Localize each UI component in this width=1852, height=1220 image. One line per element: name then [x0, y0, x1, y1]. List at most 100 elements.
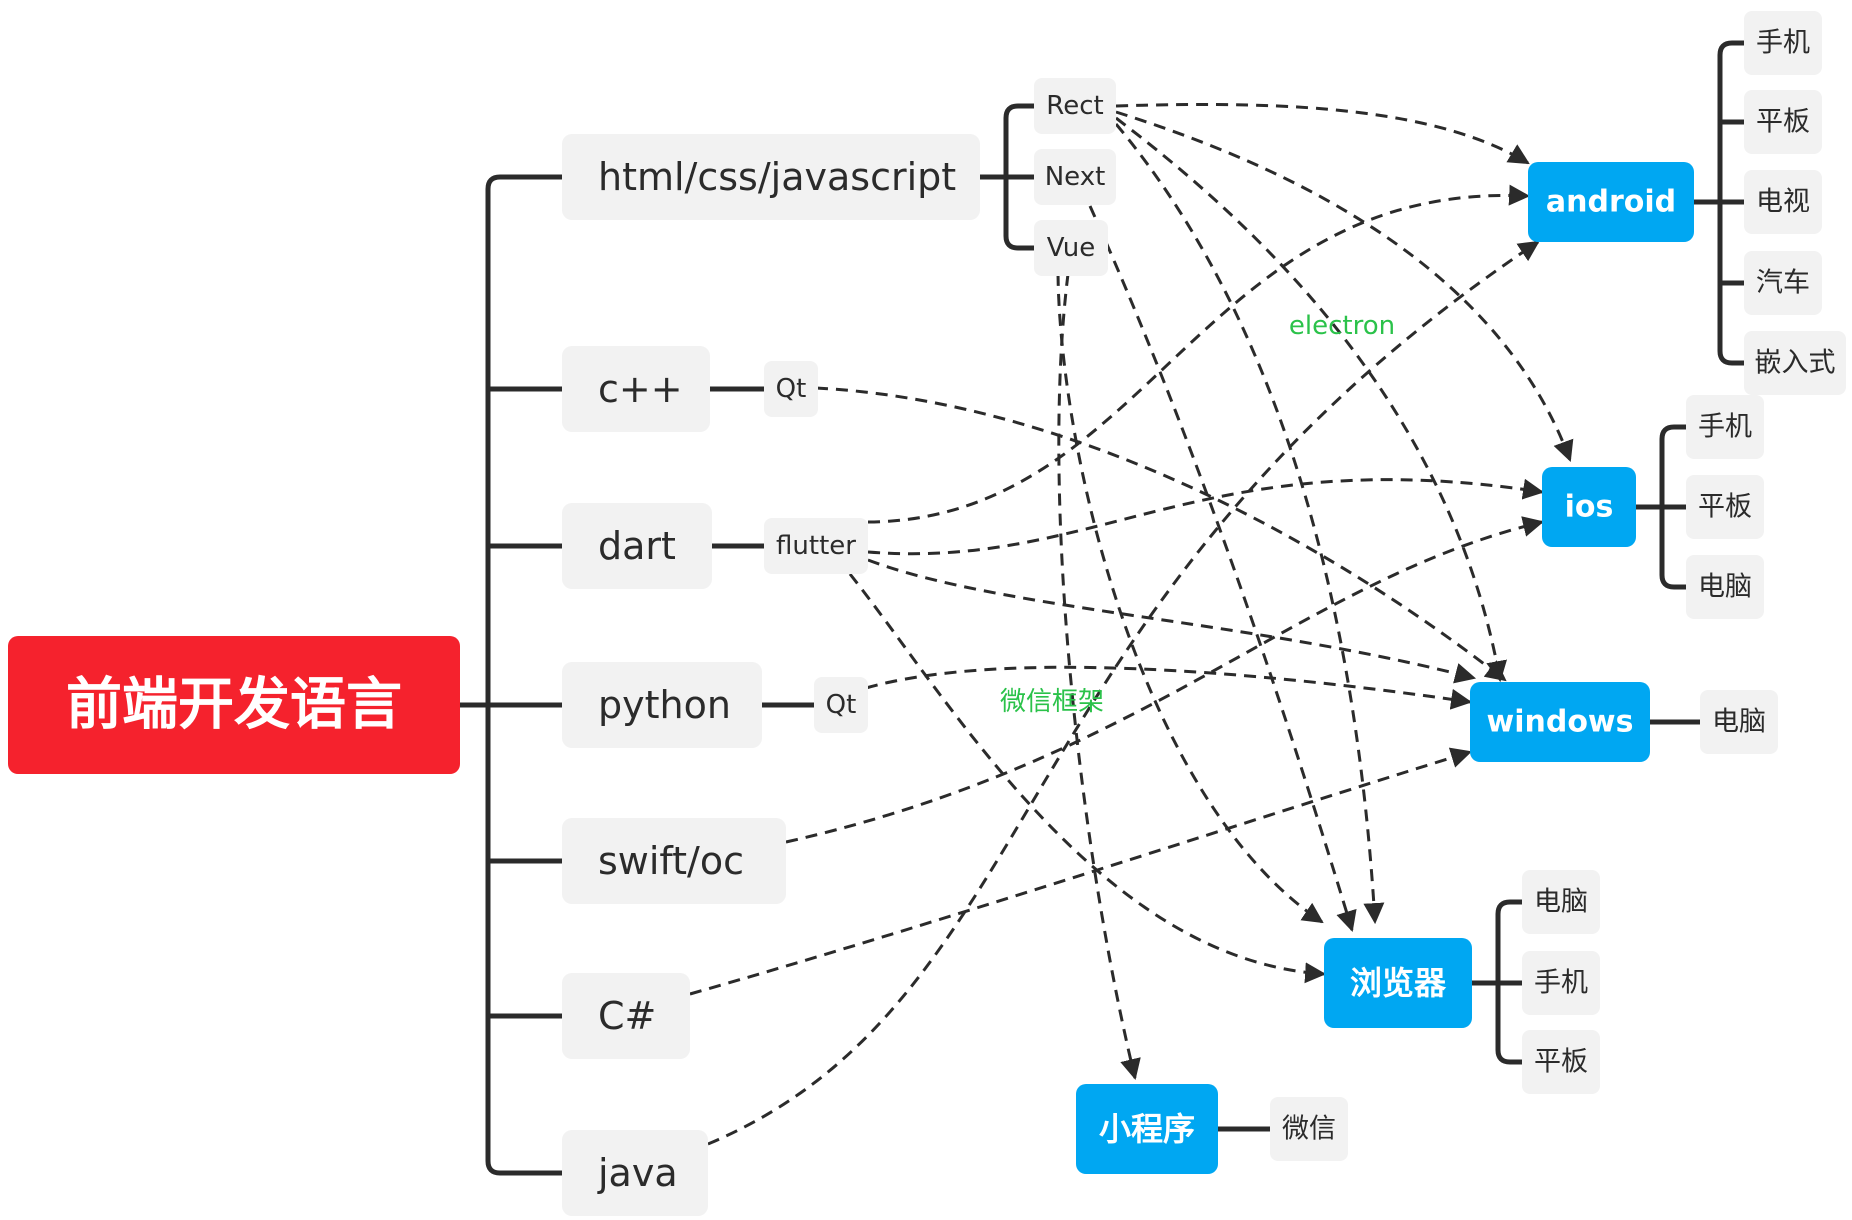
device-node-label: 手机: [1534, 968, 1588, 999]
device-node-box: [1522, 1030, 1600, 1094]
device-node-ios-pad[interactable]: 平板: [1686, 475, 1764, 539]
tree-connectors: [457, 40, 1747, 1176]
edge-vue-browser: [1056, 273, 1324, 924]
device-node-label: 平板: [1756, 107, 1810, 138]
platform-node-label: 浏览器: [1350, 964, 1447, 1002]
language-node-box: [562, 503, 712, 589]
platform-node-box: [1528, 162, 1694, 242]
platform-node-android[interactable]: android: [1528, 162, 1694, 242]
device-node-android-phone[interactable]: 手机: [1744, 11, 1822, 75]
root-node[interactable]: 前端开发语言: [8, 636, 460, 774]
device-node-browser-pad[interactable]: 平板: [1522, 1030, 1600, 1094]
device-node-ios-pc[interactable]: 电脑: [1686, 555, 1764, 619]
device-node-label: 微信: [1282, 1114, 1336, 1145]
framework-node-box: [1034, 220, 1108, 276]
framework-node-box: [814, 677, 868, 733]
framework-node-label: Rect: [1046, 91, 1103, 121]
framework-node-vue[interactable]: Vue: [1034, 220, 1108, 276]
device-node-label: 平板: [1534, 1047, 1588, 1078]
device-node-box: [1686, 555, 1764, 619]
device-node-label: 汽车: [1756, 268, 1810, 299]
language-node-swift[interactable]: swift/oc: [562, 818, 786, 904]
framework-node-box: [764, 518, 868, 574]
language-node-box: [562, 973, 690, 1059]
platform-node-box: [1324, 938, 1472, 1028]
device-node-android-embedded[interactable]: 嵌入式: [1744, 331, 1846, 395]
edge-swift-ios: [785, 516, 1545, 844]
edge-csharp-windows: [689, 747, 1473, 996]
platform-nodes: android ios windows 浏览器 小程序: [1076, 162, 1694, 1174]
framework-node-label: flutter: [776, 531, 856, 561]
device-node-browser-pc[interactable]: 电脑: [1522, 870, 1600, 934]
device-node-android-pad[interactable]: 平板: [1744, 90, 1822, 154]
edge-flutter-ios: [867, 478, 1545, 556]
language-node-label: C#: [598, 994, 656, 1038]
platform-node-windows[interactable]: windows: [1470, 682, 1650, 762]
framework-node-label: Vue: [1047, 233, 1096, 263]
language-node-python[interactable]: python: [562, 662, 762, 748]
platform-node-box: [1542, 467, 1636, 547]
edge-label-wechat-framework: 微信框架: [1000, 687, 1104, 717]
language-node-box: [562, 1130, 708, 1216]
device-node-box: [1744, 331, 1846, 395]
device-node-label: 嵌入式: [1755, 348, 1836, 379]
device-node-android-tv[interactable]: 电视: [1744, 170, 1822, 234]
framework-node-box: [1034, 78, 1116, 134]
edge-labels: electron 微信框架: [1000, 311, 1395, 717]
language-node-csharp[interactable]: C#: [562, 973, 690, 1059]
language-node-html[interactable]: html/css/javascript: [562, 134, 980, 220]
platform-node-browser[interactable]: 浏览器: [1324, 938, 1472, 1028]
device-node-box: [1522, 870, 1600, 934]
device-node-box: [1744, 170, 1822, 234]
device-node-box: [1522, 951, 1600, 1015]
framework-node-rect[interactable]: Rect: [1034, 78, 1116, 134]
device-node-box: [1686, 475, 1764, 539]
edge-qtcpp-windows: [815, 386, 1507, 682]
language-node-label: c++: [598, 367, 683, 411]
platform-node-ios[interactable]: ios: [1542, 467, 1636, 547]
language-node-label: swift/oc: [598, 839, 744, 883]
edge-flutter-browser: [848, 573, 1327, 984]
device-node-box: [1270, 1097, 1348, 1161]
device-node-windows-pc[interactable]: 电脑: [1700, 690, 1778, 754]
language-node-java[interactable]: java: [562, 1130, 708, 1216]
framework-node-flutter[interactable]: flutter: [764, 518, 868, 574]
framework-node-qt-python[interactable]: Qt: [814, 677, 868, 733]
device-nodes: 手机 平板 电视 汽车 嵌入式 手机 平板 电脑: [1270, 11, 1846, 1161]
language-node-cpp[interactable]: c++: [562, 346, 710, 432]
device-node-box: [1744, 90, 1822, 154]
dashed-edges: [689, 102, 1574, 1146]
language-node-dart[interactable]: dart: [562, 503, 712, 589]
framework-node-qt-cpp[interactable]: Qt: [764, 361, 818, 417]
framework-node-label: Qt: [826, 690, 857, 720]
device-node-label: 平板: [1698, 492, 1752, 523]
device-node-box: [1686, 395, 1764, 459]
framework-node-next[interactable]: Next: [1034, 149, 1116, 205]
device-node-label: 电脑: [1698, 572, 1752, 603]
edge-rect-windows: [1115, 116, 1508, 683]
root-node-box: [8, 636, 460, 774]
device-node-label: 电视: [1756, 187, 1810, 218]
language-node-label: java: [597, 1151, 678, 1195]
edge-java-android: [707, 240, 1540, 1146]
device-node-browser-phone[interactable]: 手机: [1522, 951, 1600, 1015]
device-node-label: 电脑: [1534, 887, 1588, 918]
edge-flutter-android: [867, 184, 1531, 524]
platform-node-box: [1076, 1084, 1218, 1174]
framework-node-label: Qt: [776, 374, 807, 404]
connector-root-bracket: [485, 174, 565, 1176]
edge-next-browser: [1088, 205, 1357, 933]
language-node-box: [562, 134, 980, 220]
edge-rect-android: [1115, 102, 1530, 165]
device-node-box: [1700, 690, 1778, 754]
framework-node-label: Next: [1045, 162, 1106, 192]
platform-node-miniprogram[interactable]: 小程序: [1076, 1084, 1218, 1174]
device-node-miniprogram-wechat[interactable]: 微信: [1270, 1097, 1348, 1161]
device-node-ios-phone[interactable]: 手机: [1686, 395, 1764, 459]
device-node-android-car[interactable]: 汽车: [1744, 251, 1822, 315]
language-node-box: [562, 818, 786, 904]
platform-node-label: ios: [1565, 490, 1614, 525]
platform-node-label: 小程序: [1099, 1110, 1195, 1148]
platform-node-box: [1470, 682, 1650, 762]
